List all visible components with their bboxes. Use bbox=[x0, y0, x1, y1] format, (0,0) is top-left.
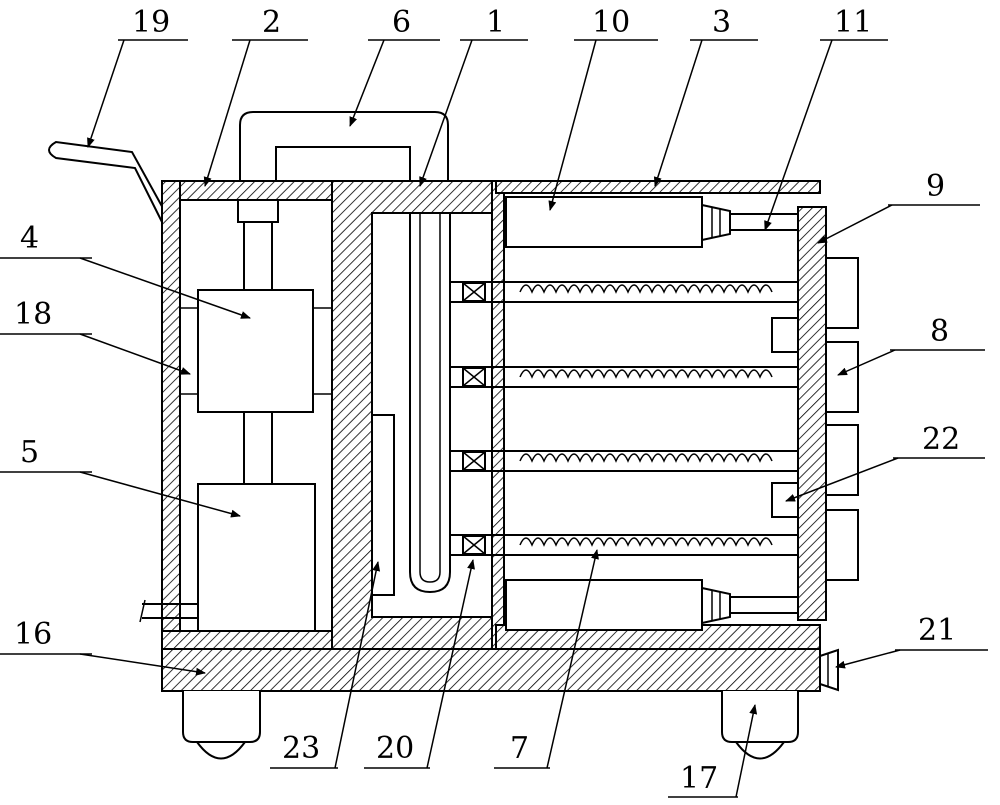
label-17: 17 bbox=[680, 761, 718, 796]
lower-unit bbox=[197, 483, 316, 632]
moving-plate bbox=[797, 206, 827, 621]
pipe-row-2 bbox=[450, 366, 800, 388]
middle-tank bbox=[331, 180, 505, 650]
upper-unit bbox=[180, 289, 332, 413]
top-pipe bbox=[239, 111, 449, 183]
label-1: 1 bbox=[486, 5, 505, 40]
vertical-rod bbox=[237, 199, 279, 484]
u-tube bbox=[409, 213, 451, 594]
label-9: 9 bbox=[926, 169, 945, 204]
right-housing bbox=[495, 180, 821, 650]
label-6: 6 bbox=[392, 5, 411, 40]
cylinder-bottom bbox=[505, 579, 801, 631]
label-2: 2 bbox=[262, 5, 281, 40]
leader-lines bbox=[0, 39, 988, 798]
outlet-pipe bbox=[139, 599, 198, 623]
label-5: 5 bbox=[20, 435, 39, 470]
label-22: 22 bbox=[922, 422, 960, 457]
nozzle bbox=[819, 648, 839, 692]
pipe-row-1 bbox=[450, 281, 800, 303]
cylinder-top bbox=[505, 196, 801, 248]
label-3: 3 bbox=[712, 5, 731, 40]
label-10: 10 bbox=[592, 5, 630, 40]
label-4: 4 bbox=[20, 221, 39, 256]
label-16: 16 bbox=[14, 617, 52, 652]
label-23: 23 bbox=[282, 731, 320, 766]
left-housing bbox=[161, 180, 333, 650]
label-21: 21 bbox=[918, 613, 956, 648]
insert-plate bbox=[371, 414, 395, 596]
handle bbox=[48, 140, 165, 223]
label-8: 8 bbox=[930, 314, 949, 349]
label-18: 18 bbox=[14, 297, 52, 332]
label-19: 19 bbox=[132, 5, 170, 40]
pipe-row-3 bbox=[450, 450, 800, 472]
label-20: 20 bbox=[376, 731, 414, 766]
label-7: 7 bbox=[510, 731, 529, 766]
label-11: 11 bbox=[834, 5, 872, 40]
base-plate bbox=[161, 648, 821, 692]
wheels bbox=[182, 691, 799, 760]
pipe-row-4 bbox=[450, 534, 800, 556]
